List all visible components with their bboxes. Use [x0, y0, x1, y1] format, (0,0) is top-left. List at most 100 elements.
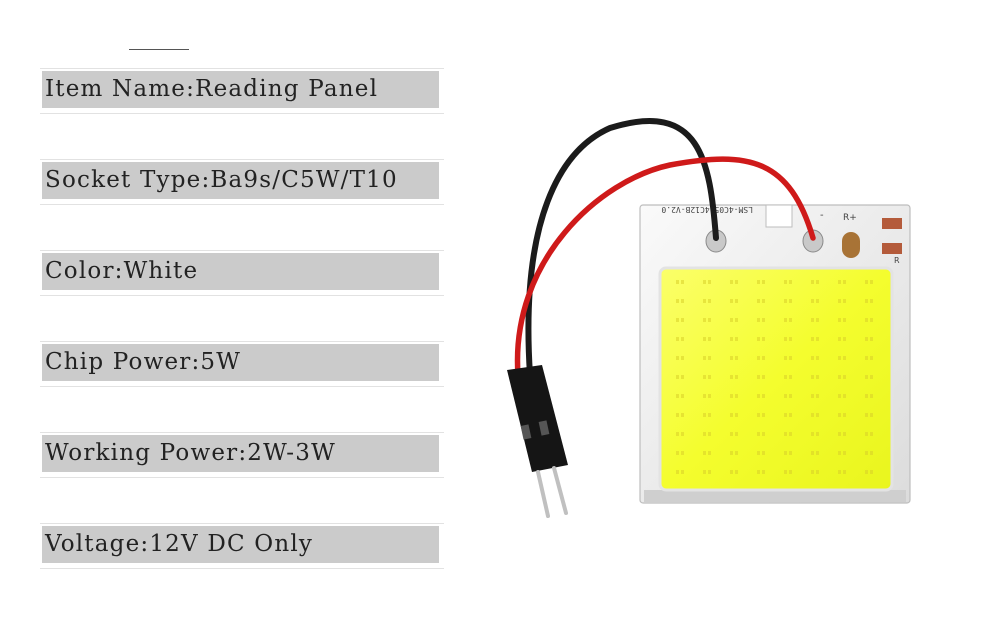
led-dot [730, 451, 733, 455]
led-dot [676, 375, 679, 379]
led-dot [703, 451, 706, 455]
led-dot [730, 280, 733, 284]
led-dot [843, 413, 846, 417]
spec-label: Color:White [45, 258, 199, 284]
led-dot [681, 299, 684, 303]
led-dot [730, 375, 733, 379]
led-dot [865, 299, 868, 303]
plus-marking: R+ [843, 213, 857, 223]
led-dot [784, 375, 787, 379]
led-dot [703, 375, 706, 379]
led-dot [762, 432, 765, 436]
led-dot [789, 394, 792, 398]
led-dot [703, 280, 706, 284]
led-dot [762, 375, 765, 379]
led-dot [838, 432, 841, 436]
led-dot [676, 470, 679, 474]
led-dot [811, 375, 814, 379]
led-dot [676, 356, 679, 360]
led-dot [865, 280, 868, 284]
led-dot [681, 470, 684, 474]
led-dot [703, 299, 706, 303]
led-dot [784, 394, 787, 398]
led-dot [735, 318, 738, 322]
led-dot [708, 337, 711, 341]
led-dot [789, 337, 792, 341]
led-dot [816, 337, 819, 341]
led-dot [843, 375, 846, 379]
led-dot [730, 413, 733, 417]
led-dot [681, 451, 684, 455]
led-dot [762, 451, 765, 455]
led-dot [811, 432, 814, 436]
spec-item-name: Item Name:Reading Panel [40, 68, 444, 114]
spec-list: Item Name:Reading Panel Socket Type:Ba9s… [0, 0, 460, 624]
led-dot [784, 470, 787, 474]
led-dot [816, 375, 819, 379]
led-dot [784, 280, 787, 284]
led-dot [730, 394, 733, 398]
spec-voltage: Voltage:12V DC Only [40, 523, 444, 569]
led-dot [843, 299, 846, 303]
led-dot [676, 337, 679, 341]
led-dot [865, 451, 868, 455]
led-dot [757, 299, 760, 303]
led-dot [816, 413, 819, 417]
led-dot [676, 280, 679, 284]
led-dot [757, 394, 760, 398]
led-dot [762, 413, 765, 417]
divider [40, 250, 444, 251]
divider [40, 159, 444, 160]
led-dot [681, 280, 684, 284]
led-dot [816, 432, 819, 436]
led-dot [811, 356, 814, 360]
led-dot [811, 451, 814, 455]
led-dot [811, 413, 814, 417]
led-dot [708, 318, 711, 322]
led-dot [757, 280, 760, 284]
led-dot [757, 413, 760, 417]
led-dot [789, 356, 792, 360]
led-dot [676, 394, 679, 398]
label-bar [42, 162, 439, 199]
led-dot [816, 394, 819, 398]
led-dot [870, 432, 873, 436]
led-dot [703, 337, 706, 341]
divider [40, 68, 444, 69]
led-dot [789, 413, 792, 417]
led-dot [681, 394, 684, 398]
led-dot [703, 394, 706, 398]
spec-label: Item Name:Reading Panel [45, 76, 379, 102]
led-dot [811, 337, 814, 341]
led-dot [730, 432, 733, 436]
led-dot [816, 356, 819, 360]
led-dot [843, 280, 846, 284]
led-dot [789, 280, 792, 284]
label-bar [42, 526, 439, 563]
led-dot [843, 356, 846, 360]
divider [40, 523, 444, 524]
led-dot [757, 470, 760, 474]
led-dot [676, 299, 679, 303]
led-dot [838, 413, 841, 417]
led-dot [870, 413, 873, 417]
led-dot [703, 432, 706, 436]
led-dot [708, 299, 711, 303]
led-dot [843, 337, 846, 341]
led-dot [735, 470, 738, 474]
led-dot [865, 337, 868, 341]
led-dot [865, 318, 868, 322]
led-dot [708, 394, 711, 398]
black-wire [525, 118, 719, 378]
led-dot [843, 318, 846, 322]
led-dot [735, 451, 738, 455]
led-dot [703, 356, 706, 360]
led-dot [762, 299, 765, 303]
led-dot [811, 470, 814, 474]
board-marking: LSM-4C05-4C12B-V2.0 [661, 205, 753, 214]
led-dot [843, 451, 846, 455]
led-dot [762, 470, 765, 474]
led-dot [681, 337, 684, 341]
led-dot [762, 356, 765, 360]
led-dot [865, 394, 868, 398]
